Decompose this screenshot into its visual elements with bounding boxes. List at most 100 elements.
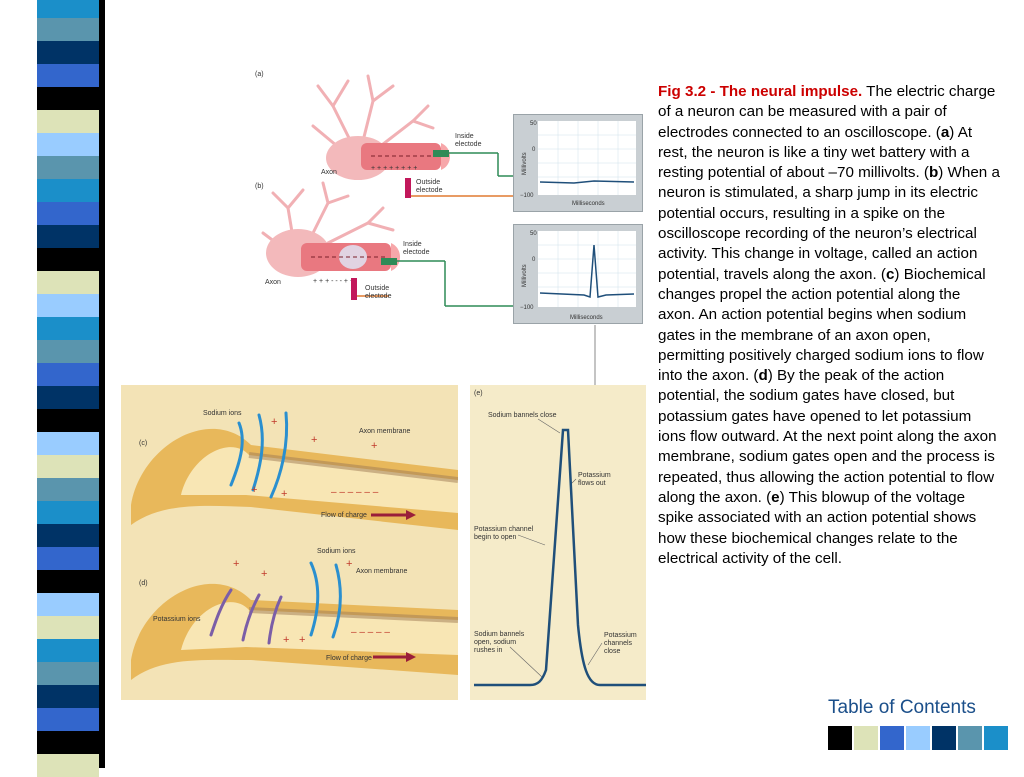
svg-text:– – – – –: – – – – – bbox=[351, 627, 390, 638]
oscilloscope-a: 50 0 −100 Millivolts Milliseconds bbox=[513, 114, 643, 212]
svg-text:+: + bbox=[271, 416, 277, 428]
stripe-band bbox=[37, 110, 99, 133]
stripe-band bbox=[37, 616, 99, 639]
axon-label-b: Axon bbox=[265, 279, 281, 286]
caption-ref-b: b bbox=[929, 164, 939, 182]
scope-b-tick-minus100: −100 bbox=[520, 305, 534, 311]
svg-text:+: + bbox=[299, 634, 305, 646]
figure-panel-a: (a) + + + + + + + + Axon Inside electode… bbox=[253, 66, 643, 212]
scope-a-tick-0: 0 bbox=[532, 147, 536, 153]
scope-a-tick-minus100: −100 bbox=[520, 193, 534, 199]
figure-caption: Fig 3.2 - The neural impulse. The electr… bbox=[658, 82, 1000, 569]
panel-c-label: (c) bbox=[139, 440, 147, 447]
svg-text:+: + bbox=[311, 434, 317, 446]
sodium-ions-label-d: Sodium ions bbox=[317, 548, 356, 555]
stripe-band bbox=[37, 202, 99, 225]
decorative-stripe-bar bbox=[0, 0, 115, 777]
caption-text-2: ) At rest, the neuron is like a tiny wet… bbox=[658, 123, 973, 182]
sodium-close-label: Sodium bannels close bbox=[488, 412, 557, 419]
caption-text-4: ) Biochemical changes propel the action … bbox=[658, 265, 986, 385]
outside-electrode-label-a-2: electode bbox=[416, 187, 443, 194]
figure-panel-b: (b) + + + - - - + + Axon Inside electode… bbox=[253, 178, 643, 328]
stripe-band bbox=[37, 409, 99, 432]
stripe-band bbox=[37, 18, 99, 41]
outside-electrode-icon bbox=[405, 178, 411, 198]
stripe-band bbox=[37, 593, 99, 616]
toc-color-square bbox=[828, 726, 852, 750]
stripe-band bbox=[37, 271, 99, 294]
inside-electrode-label-a-2: electode bbox=[455, 141, 482, 148]
toc-color-square bbox=[854, 726, 878, 750]
svg-text:+: + bbox=[281, 488, 287, 500]
inside-electrode-label-a-1: Inside bbox=[455, 133, 474, 140]
outside-electrode-label-b-2: electode bbox=[365, 293, 392, 300]
stripe-band bbox=[37, 478, 99, 501]
resting-trace bbox=[539, 180, 635, 184]
stripe-band bbox=[37, 87, 99, 110]
inside-electrode-label-b-2: electode bbox=[403, 249, 430, 256]
scope-b-tick-50: 50 bbox=[530, 231, 537, 237]
inside-electrode-icon bbox=[433, 150, 449, 157]
axon-membrane-label-d: Axon membrane bbox=[356, 568, 407, 575]
potassium-close-label-3: close bbox=[604, 648, 620, 655]
caption-ref-a: a bbox=[940, 123, 950, 141]
stripe-band bbox=[37, 754, 99, 777]
potassium-out-label-1: Potassium bbox=[578, 472, 611, 479]
outside-electrode-label-b-1: Outside bbox=[365, 285, 389, 292]
stripe-band bbox=[37, 501, 99, 524]
caption-text-3: ) When a neuron is stimulated, a sharp j… bbox=[658, 164, 1000, 283]
figure-panel-e: (e) Sodium bannels close Potassium flows… bbox=[470, 385, 646, 700]
caption-title: Fig 3.2 - The neural impulse. bbox=[658, 83, 863, 100]
scope-b-tick-0: 0 bbox=[532, 257, 536, 263]
sodium-open-label-1: Sodium bannels bbox=[474, 631, 525, 638]
caption-text-1: The electric charge of a neuron can be m… bbox=[658, 83, 996, 141]
panel-d-label: (d) bbox=[139, 580, 148, 587]
sodium-open-label-2: open, sodium bbox=[474, 639, 516, 646]
svg-text:+ + + + + + + +: + + + + + + + + bbox=[371, 165, 417, 172]
svg-text:– – – – – –: – – – – – – bbox=[331, 487, 379, 498]
svg-text:+: + bbox=[371, 440, 377, 452]
connector-line bbox=[594, 325, 596, 395]
scope-b-ylabel: Millivolts bbox=[522, 264, 528, 287]
potassium-close-label-2: channels bbox=[604, 640, 633, 647]
svg-text:+: + bbox=[346, 558, 352, 570]
panel-b-label: (b) bbox=[255, 183, 264, 190]
stripe-band bbox=[37, 156, 99, 179]
stripe-band bbox=[37, 179, 99, 202]
oscilloscope-b: 50 0 −100 Millivolts Milliseconds bbox=[513, 224, 643, 324]
caption-text-5: ) By the peak of the action potential, t… bbox=[658, 367, 997, 506]
caption-text-6: ) This blowup of the voltage spike assoc… bbox=[658, 488, 977, 567]
toc-color-squares bbox=[828, 726, 1008, 750]
stripe-band bbox=[37, 432, 99, 455]
flow-of-charge-label-d: Flow of charge bbox=[326, 655, 372, 662]
stripe-band bbox=[37, 570, 99, 593]
svg-text:+: + bbox=[251, 484, 257, 496]
toc-color-square bbox=[880, 726, 904, 750]
caption-ref-e: e bbox=[771, 488, 780, 506]
stripe-band bbox=[37, 708, 99, 731]
svg-text:+: + bbox=[233, 558, 239, 570]
axon-membrane-label-c: Axon membrane bbox=[359, 428, 410, 435]
table-of-contents-link[interactable]: Table of Contents bbox=[828, 697, 976, 718]
scope-a-tick-50: 50 bbox=[530, 121, 537, 127]
outside-electrode-icon bbox=[351, 278, 357, 300]
stripe-band bbox=[37, 294, 99, 317]
svg-text:+: + bbox=[283, 634, 289, 646]
scope-a-xlabel: Milliseconds bbox=[572, 201, 605, 207]
svg-text:+: + bbox=[261, 568, 267, 580]
stripe-band bbox=[37, 133, 99, 156]
arrow-right-icon bbox=[406, 510, 416, 520]
stripe-band bbox=[37, 248, 99, 271]
outside-electrode-label-a-1: Outside bbox=[416, 179, 440, 186]
potassium-out-label-2: flows out bbox=[578, 480, 606, 487]
toc-color-square bbox=[906, 726, 930, 750]
inside-electrode-label-b-1: Inside bbox=[403, 241, 422, 248]
potassium-channel-label-1: Potassium channel bbox=[474, 526, 534, 533]
toc-color-square bbox=[932, 726, 956, 750]
voltage-spike-trace bbox=[474, 428, 646, 687]
stripe-band bbox=[37, 685, 99, 708]
potassium-channel-label-2: begin to open bbox=[474, 534, 517, 541]
panel-e-label: (e) bbox=[474, 390, 483, 397]
sodium-ions-label-c: Sodium ions bbox=[203, 410, 242, 417]
action-potential-trace bbox=[539, 244, 635, 299]
